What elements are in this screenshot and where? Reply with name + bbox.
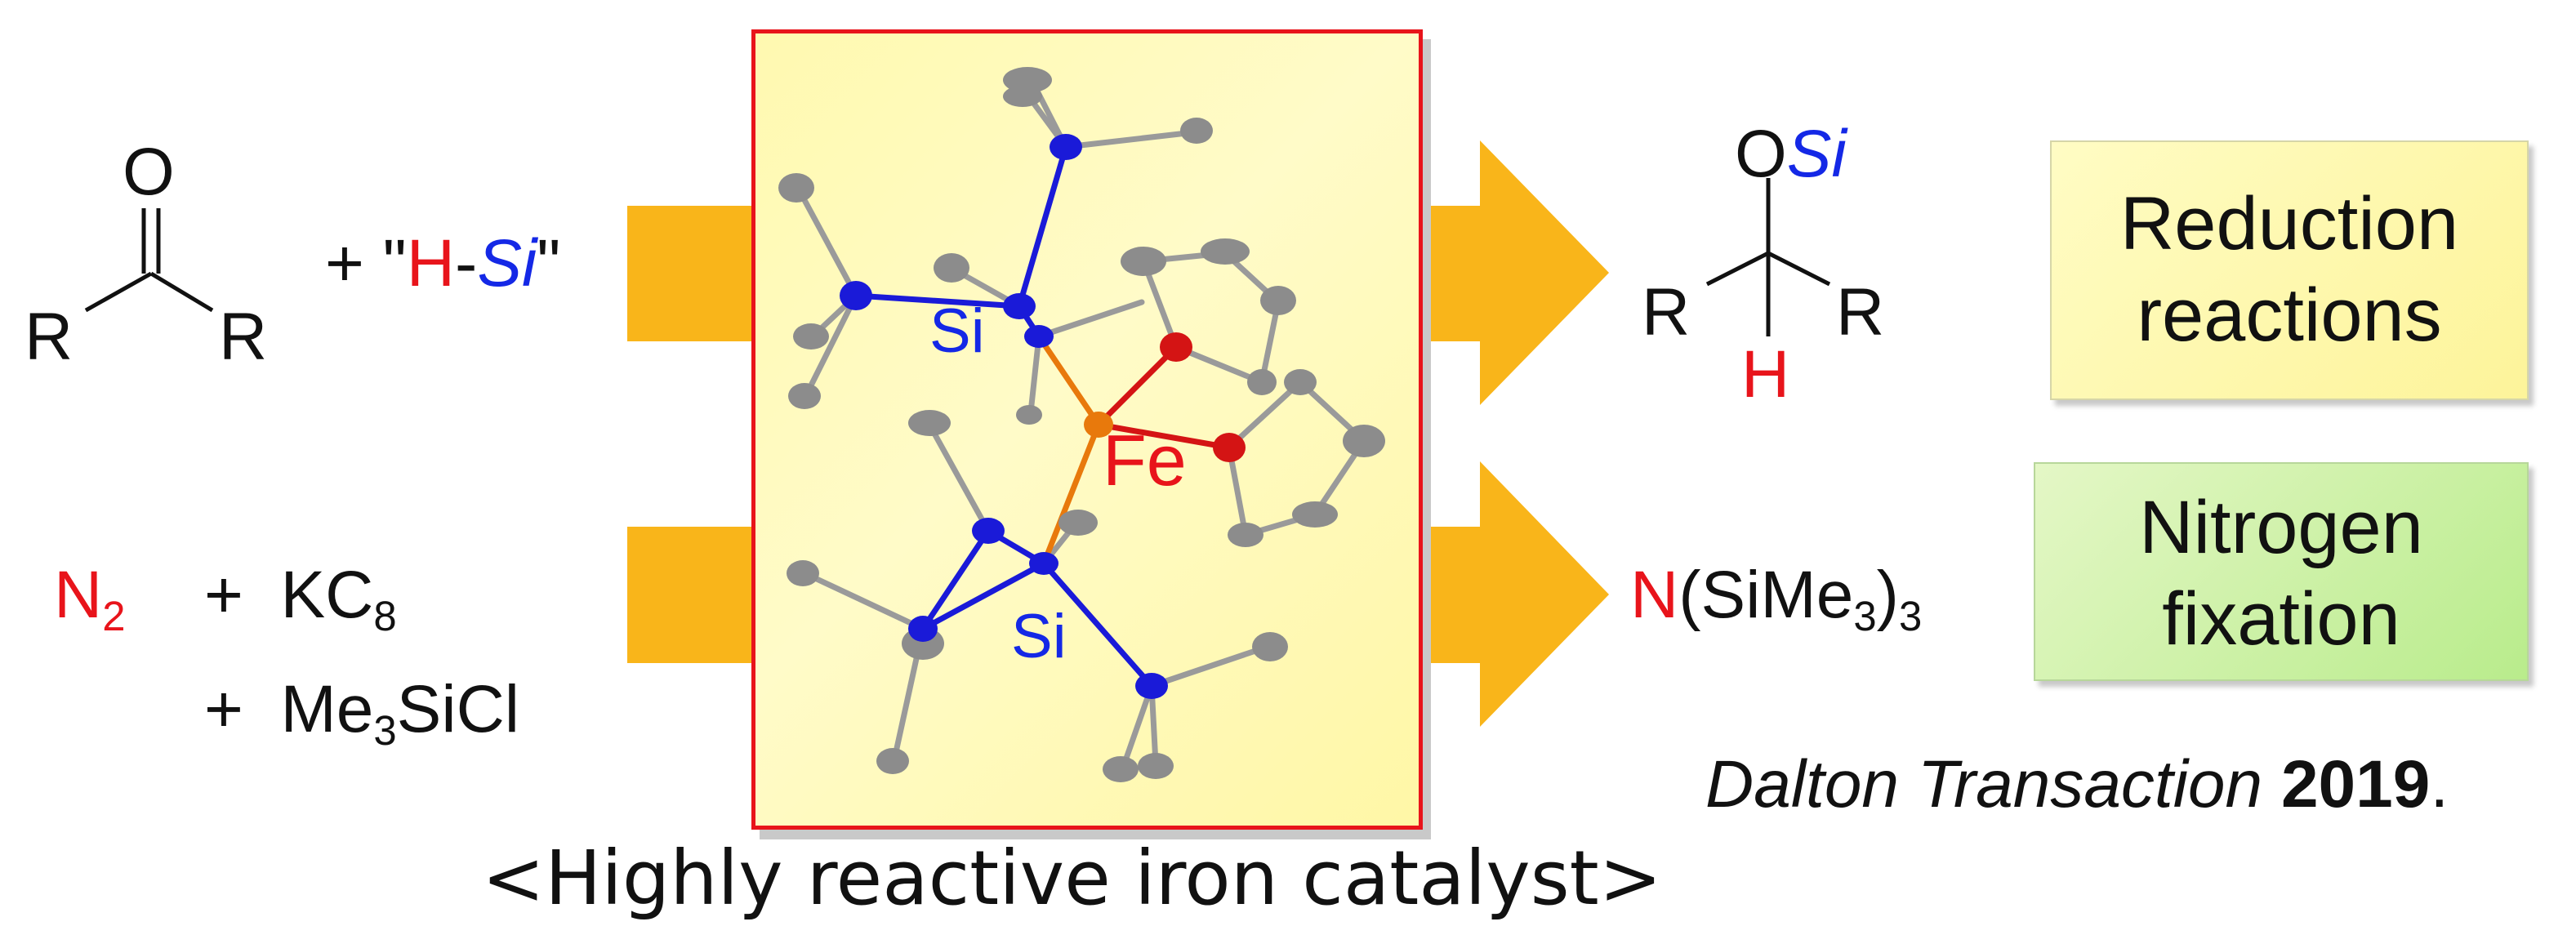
product-r-right: R: [1836, 275, 1885, 350]
plus-sign-1: +: [204, 558, 243, 632]
hydrosilane-prefix: + ": [325, 226, 407, 301]
arrow-top-left: [627, 206, 760, 341]
hydrosilane-dash: -: [455, 226, 478, 301]
dinitrogen-subscript: 2: [102, 593, 126, 640]
product-r-left: R: [1642, 275, 1691, 350]
arrow-bottom-left: [627, 527, 760, 663]
product-osi: OSi: [1735, 121, 1847, 188]
hydrosilane-si: Si: [477, 226, 537, 301]
trimethylsilyl-chloride: + Me3SiCl: [204, 676, 519, 752]
me-subscript: 3: [373, 707, 397, 755]
citation-journal: Dalton Transaction: [1705, 747, 2263, 821]
citation-year: 2019: [2280, 747, 2431, 821]
nitrogen-fixation-box: Nitrogen fixation: [2034, 462, 2529, 681]
kc-subscript: 8: [373, 593, 397, 640]
arrow-bottom-right: [1413, 461, 1609, 727]
plus-sign-2: +: [204, 672, 243, 746]
product-hydrogen: H: [1741, 337, 1790, 412]
citation: Dalton Transaction 2019.: [1705, 751, 2449, 818]
product-oxygen: O: [1735, 117, 1787, 191]
ketone-oxygen: O: [123, 135, 175, 209]
amine-subscript-2: 3: [1898, 593, 1923, 640]
me-formula: Me: [280, 672, 374, 746]
nitrogen-line-1: Nitrogen: [2139, 486, 2423, 569]
kc-formula: KC: [280, 558, 374, 632]
dinitrogen-n: N: [54, 558, 103, 632]
amine-open: (SiMe: [1678, 558, 1854, 632]
amine-close: ): [1876, 558, 1899, 632]
product-si: Si: [1786, 117, 1847, 191]
hydrosilane-h: H: [406, 226, 455, 301]
atoms: [778, 67, 1385, 782]
ketone-r-left: R: [25, 300, 74, 374]
catalyst-fe-label: Fe: [1103, 420, 1187, 501]
catalyst-caption: <Highly reactive iron catalyst>: [482, 835, 1662, 922]
arrow-top-right: [1413, 140, 1609, 405]
nitrogen-line-2: fixation: [2162, 577, 2400, 661]
potassium-graphite: + KC8: [204, 562, 397, 638]
amine-product: N(SiMe3)3: [1630, 562, 1922, 638]
hydrosilane-suffix: ": [537, 226, 561, 301]
citation-period: .: [2430, 747, 2449, 821]
product-top-bonds: [1705, 178, 1831, 336]
catalyst-si-top-label: Si: [929, 296, 985, 366]
reduction-line-2: reactions: [2137, 274, 2442, 357]
ketone-r-right: R: [219, 300, 268, 374]
ketone-bonds: [84, 208, 214, 313]
amine-n: N: [1630, 558, 1679, 632]
reduction-reactions-box: Reduction reactions: [2050, 140, 2529, 400]
catalyst-si-bottom-label: Si: [1011, 602, 1067, 671]
dinitrogen: N2: [54, 562, 126, 638]
hydrosilane-reagent: + "H-Si": [325, 230, 560, 297]
sicl-formula: SiCl: [396, 672, 520, 746]
amine-subscript-1: 3: [1853, 593, 1877, 640]
reduction-line-1: Reduction: [2119, 182, 2459, 265]
